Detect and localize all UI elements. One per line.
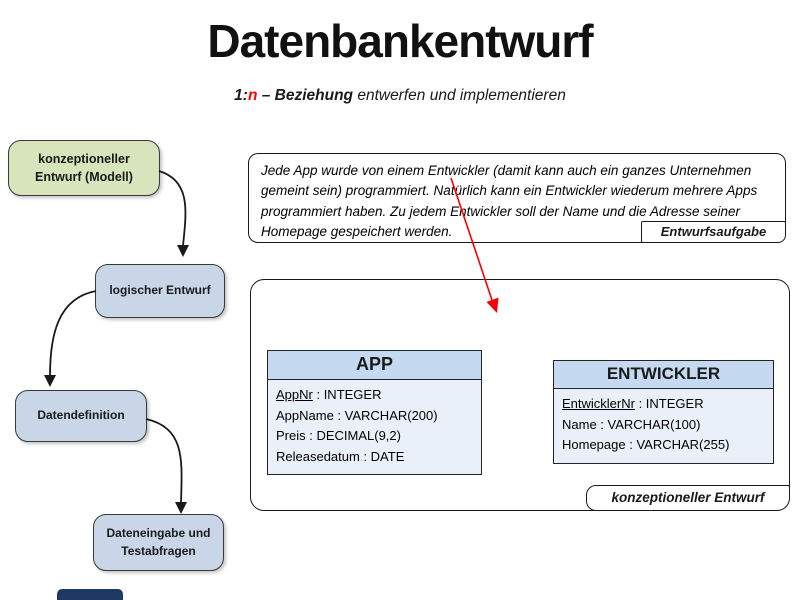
slide-edge-shape: [57, 589, 123, 600]
attribute-row: Homepage : VARCHAR(255): [562, 437, 730, 453]
subtitle-seg-beziehung: – Beziehung: [257, 87, 354, 104]
task-text: Jede App wurde von einem Entwickler (dam…: [261, 163, 758, 239]
flow-step-datendefinition: Datendefinition: [15, 390, 147, 442]
task-description-box: Jede App wurde von einem Entwickler (dam…: [248, 153, 786, 243]
flow-step-label: konzeptioneller Entwurf (Modell): [35, 151, 133, 184]
attribute-row: EntwicklerNr : INTEGER: [562, 396, 704, 411]
flow-step-label: Dateneingabe und Testabfragen: [106, 526, 211, 558]
entity-header: APP: [268, 351, 481, 380]
flow-step-logischer-entwurf: logischer Entwurf: [95, 264, 225, 318]
attribute-row: AppName : VARCHAR(200): [276, 407, 438, 423]
entity-attributes: EntwicklerNr : INTEGER Name : VARCHAR(10…: [554, 389, 773, 463]
entity-table-entwickler: ENTWICKLER EntwicklerNr : INTEGER Name :…: [553, 360, 774, 464]
flow-arrow-2: [44, 290, 97, 387]
subtitle-seg-n: n: [247, 87, 258, 104]
subtitle: 1:n – Beziehung entwerfen und implementi…: [0, 87, 800, 105]
entity-attributes: AppNr : INTEGER AppName : VARCHAR(200) P…: [268, 380, 481, 474]
entity-table-app: APP AppNr : INTEGER AppName : VARCHAR(20…: [267, 350, 482, 476]
flow-step-konzeptioneller-entwurf: konzeptioneller Entwurf (Modell): [8, 140, 160, 196]
subtitle-seg-1: 1:: [234, 87, 248, 104]
attribute-row: Preis : DECIMAL(9,2): [276, 428, 401, 444]
flow-arrow-3: [145, 418, 187, 514]
flow-step-label: logischer Entwurf: [109, 283, 211, 298]
attribute-row: AppNr : INTEGER: [276, 387, 382, 402]
subtitle-seg-rest: entwerfen und implementieren: [353, 87, 566, 104]
page-title: Datenbankentwurf: [207, 15, 593, 67]
entity-header: ENTWICKLER: [554, 361, 773, 389]
attribute-row: Name : VARCHAR(100): [562, 416, 701, 432]
diagram-label-konzeptioneller-entwurf: konzeptioneller Entwurf: [586, 485, 790, 511]
flow-step-dateneingabe-testabfragen: Dateneingabe und Testabfragen: [93, 514, 224, 571]
flow-arrow-1: [158, 170, 189, 257]
flow-step-label: Datendefinition: [37, 408, 125, 423]
task-label-entwurfsaufgabe: Entwurfsaufgabe: [641, 221, 786, 243]
attribute-row: Releasedatum : DATE: [276, 448, 405, 464]
